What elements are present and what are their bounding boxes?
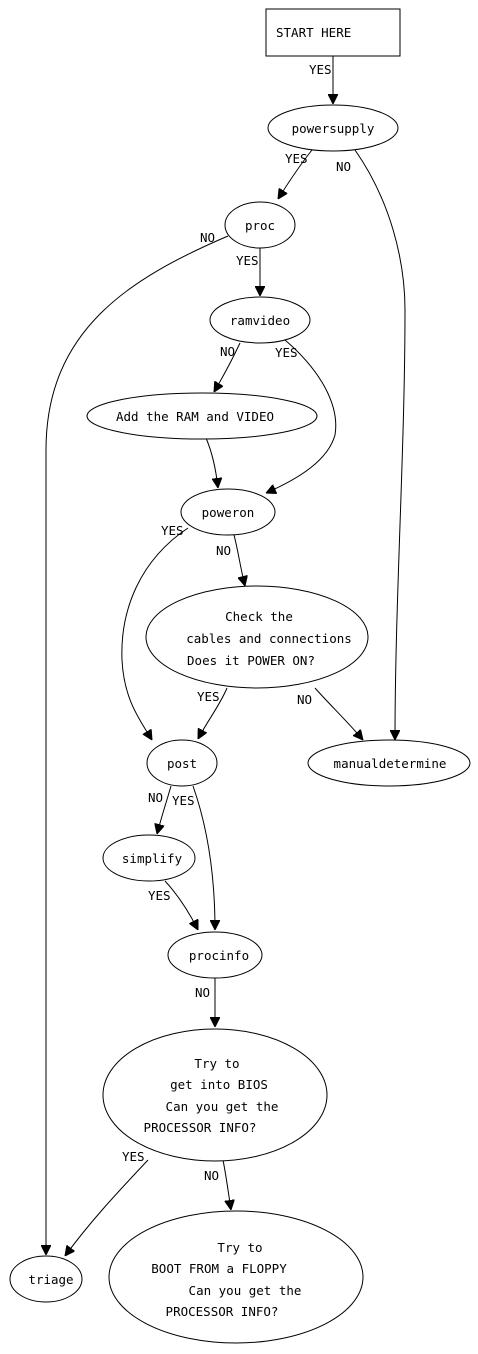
- edge-label-ramvideo-to-add: NO: [220, 344, 235, 359]
- node-start: START HERE: [265, 8, 401, 57]
- node-bios-line-4: PROCESSOR INFO?: [144, 1120, 257, 1135]
- edge-powersupply-to-manualdetermine: [354, 149, 406, 740]
- edge-post-to-simplify: [157, 785, 172, 834]
- node-floppy-line-2: BOOT FROM a FLOPPY: [151, 1261, 287, 1276]
- edge-label-procinfo-to-bios: NO: [195, 985, 210, 1000]
- edge-label-proc-to-triage: NO: [200, 230, 215, 245]
- node-manualdetermine-label: manualdetermine: [334, 756, 447, 771]
- node-triage-label: triage: [28, 1272, 73, 1287]
- edge-post-to-procinfo: [192, 785, 215, 930]
- node-simplify: simplify: [102, 834, 196, 882]
- edge-label-powersupply-to-proc: YES: [285, 151, 308, 166]
- edge-label-post-to-simplify: NO: [148, 790, 163, 805]
- node-check-cables: Check the cables and connections Does it…: [145, 585, 369, 689]
- node-procinfo: procinfo: [167, 931, 263, 979]
- node-ramvideo-label: ramvideo: [230, 313, 290, 328]
- edge-ramvideo-to-add: [214, 342, 241, 392]
- node-proc: proc: [224, 201, 296, 249]
- node-check-cables-line-1: Check the: [225, 609, 293, 624]
- node-bios-line-3: Can you get the: [166, 1099, 279, 1114]
- edge-bios-to-triage: [65, 1159, 149, 1256]
- node-manualdetermine: manualdetermine: [307, 739, 471, 787]
- edge-label-bios-to-triage: YES: [122, 1149, 145, 1164]
- edge-bios-to-floppy: [222, 1159, 231, 1210]
- edges: YES YES NO NO YES NO YES YES NO YES NO N…: [46, 56, 406, 1256]
- edge-label-poweron-to-post: YES: [161, 523, 184, 538]
- edge-add-to-poweron: [205, 437, 218, 488]
- node-post: post: [146, 739, 218, 787]
- node-add-ram-video: Add the RAM and VIDEO: [86, 392, 318, 440]
- node-add-ram-video-label: Add the RAM and VIDEO: [116, 409, 274, 424]
- node-post-label: post: [167, 756, 197, 771]
- edge-label-bios-to-floppy: NO: [204, 1168, 219, 1183]
- node-bios-line-1: Try to: [194, 1056, 239, 1071]
- edge-poweron-to-check: [233, 534, 245, 586]
- edge-label-ramvideo-to-poweron: YES: [275, 345, 298, 360]
- node-bios-line-2: get into BIOS: [170, 1077, 268, 1092]
- edge-check-to-manualdetermine: [314, 687, 363, 740]
- edge-label-post-to-procinfo: YES: [172, 793, 195, 808]
- node-poweron-label: poweron: [202, 505, 255, 520]
- node-floppy-line-3: Can you get the: [189, 1283, 302, 1298]
- edge-label-simplify-to-procinfo: YES: [148, 888, 171, 903]
- edge-label-proc-to-ramvideo: YES: [236, 253, 259, 268]
- node-check-cables-line-2: cables and connections: [186, 631, 352, 646]
- edge-ramvideo-to-poweron: [266, 339, 337, 493]
- node-powersupply: powersupply: [267, 104, 399, 152]
- node-poweron: poweron: [180, 488, 276, 536]
- node-start-label: START HERE: [276, 25, 351, 40]
- node-bios: Try to get into BIOS Can you get the PRO…: [102, 1028, 328, 1162]
- node-floppy-line-4: PROCESSOR INFO?: [166, 1304, 279, 1319]
- edge-label-start-to-powersupply: YES: [309, 62, 332, 77]
- edge-simplify-to-procinfo: [164, 880, 198, 930]
- edge-label-check-to-manualdetermine: NO: [297, 692, 312, 707]
- node-powersupply-label: powersupply: [292, 121, 375, 136]
- edge-proc-to-triage: [46, 235, 229, 1255]
- edge-label-powersupply-to-manualdetermine: NO: [336, 159, 351, 174]
- node-proc-label: proc: [245, 218, 275, 233]
- node-floppy: Try to BOOT FROM a FLOPPY Can you get th…: [108, 1210, 364, 1344]
- edge-check-to-post: [198, 687, 228, 739]
- node-triage: triage: [9, 1255, 83, 1303]
- node-floppy-line-1: Try to: [217, 1240, 262, 1255]
- edge-label-check-to-post: YES: [197, 689, 220, 704]
- edge-poweron-to-post: [121, 527, 189, 740]
- node-simplify-label: simplify: [122, 851, 183, 866]
- edge-powersupply-to-proc: [278, 149, 313, 199]
- node-check-cables-line-3: Does it POWER ON?: [187, 653, 315, 668]
- node-procinfo-label: procinfo: [189, 948, 249, 963]
- edge-label-poweron-to-check: NO: [216, 543, 231, 558]
- node-ramvideo: ramvideo: [209, 296, 311, 344]
